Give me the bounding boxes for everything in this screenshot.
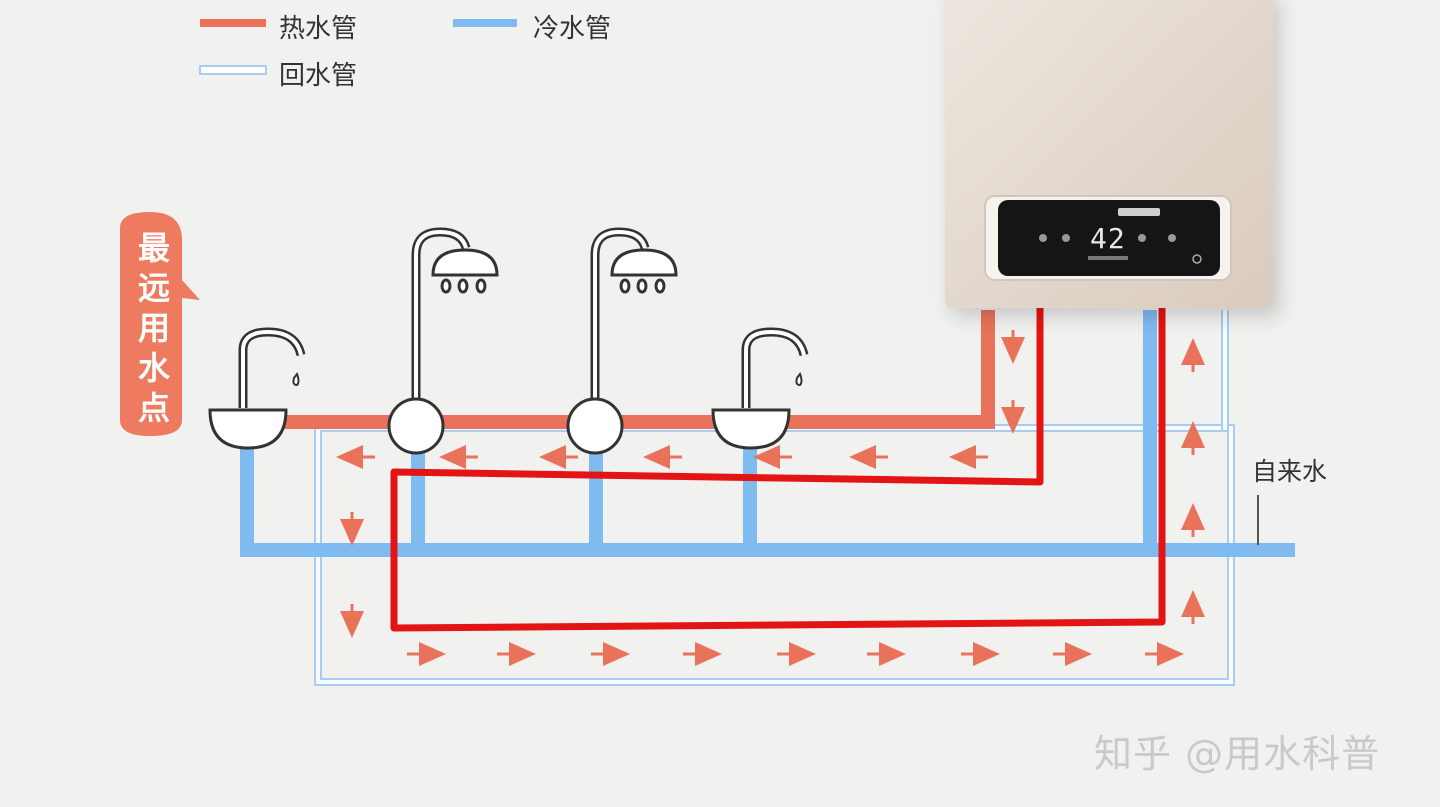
hot-pipe (280, 310, 995, 429)
shower-1 (387, 227, 499, 455)
legend-cold-swatch (453, 19, 517, 27)
legend-return-label: 回水管 (279, 61, 358, 91)
legend-hot-swatch (200, 19, 266, 27)
basin-faucet-1 (208, 327, 306, 450)
circulation-loop (390, 258, 1166, 632)
shower-2 (566, 227, 678, 455)
legend-cold-label: 冷水管 (533, 14, 612, 44)
heater-temperature-display: 42 (1090, 222, 1126, 255)
cold-pipe (240, 310, 1295, 557)
legend-return-swatch (199, 65, 267, 75)
basin-faucet-2 (711, 327, 809, 450)
brand-logo (1118, 208, 1160, 216)
farthest-point-badge (120, 212, 200, 436)
heater-control-panel (998, 200, 1220, 276)
power-icon (1192, 254, 1202, 264)
tap-water-label: 自来水 (1252, 457, 1328, 486)
water-heater (945, 0, 1273, 308)
legend-hot-label: 热水管 (279, 14, 358, 44)
flow-arrows (336, 330, 1205, 666)
watermark: 知乎 @用水科普 (1094, 732, 1381, 776)
farthest-point-label: 最远用水点 (137, 229, 170, 427)
